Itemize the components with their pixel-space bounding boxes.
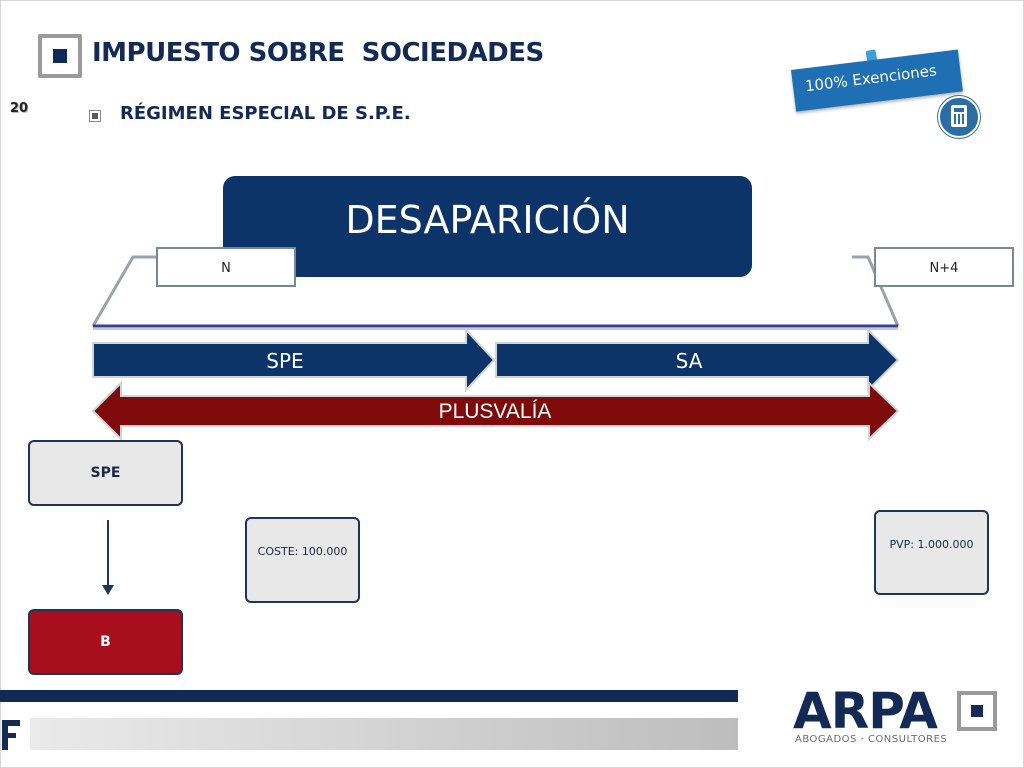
slide-title: IMPUESTO SOBRE SOCIEDADES	[92, 38, 544, 68]
footer-bar	[0, 690, 738, 702]
slide-logo-icon	[38, 34, 82, 78]
desaparicion-banner: DESAPARICIÓN	[223, 176, 752, 277]
spe-card: SPE	[28, 440, 183, 506]
footer-gradient	[30, 718, 738, 750]
year-start-box: N	[156, 247, 296, 287]
coste-card: COSTE: 100.000	[245, 517, 360, 603]
bullet-square-icon	[89, 110, 101, 122]
spe-arrow-label: SPE	[266, 349, 304, 373]
plusvalia-label: PLUSVALÍA	[438, 400, 552, 423]
slide-number: 20	[10, 101, 29, 116]
slide-subtitle: RÉGIMEN ESPECIAL DE S.P.E.	[120, 103, 411, 124]
desaparicion-label: DESAPARICIÓN	[345, 198, 630, 242]
year-end-box: N+4	[874, 247, 1014, 287]
footer-mark-icon	[2, 720, 20, 750]
brand-logo-text: ARPA	[793, 682, 938, 740]
pvp-card: PVP: 1.000.000	[874, 510, 989, 595]
sa-arrow-label: SA	[675, 349, 703, 373]
b-card: B	[28, 609, 183, 675]
brand-tagline: ABOGADOS · CONSULTORES	[795, 734, 948, 745]
brand-square-icon	[957, 691, 997, 731]
calculator-icon	[938, 96, 980, 138]
